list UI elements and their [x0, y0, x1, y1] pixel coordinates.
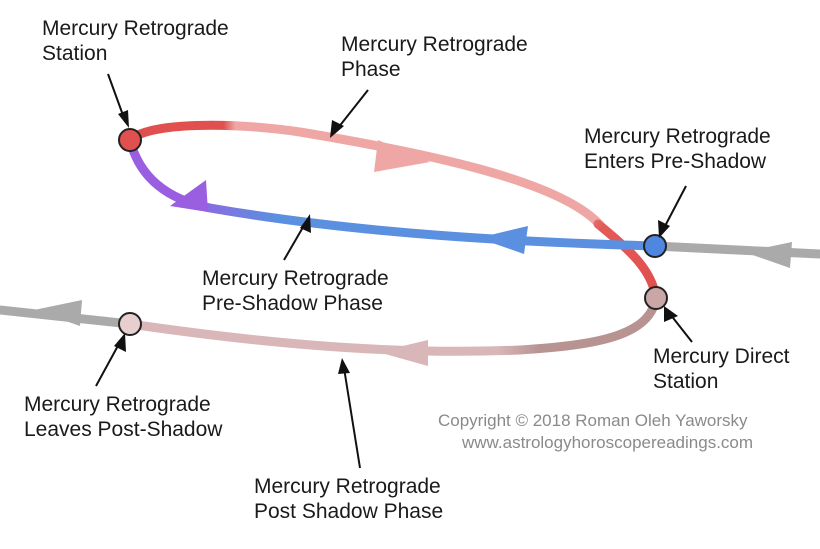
label-leaves-postshadow-line2: Leaves Post-Shadow — [24, 418, 223, 441]
pointer-direct-station — [664, 306, 693, 343]
label-enters-preshadow: Mercury Retrograde Enters Pre-Shadow — [584, 124, 771, 174]
pointer-leaves-postshadow — [95, 333, 126, 387]
label-retrograde-station-line1: Mercury Retrograde — [42, 17, 229, 40]
label-leaves-postshadow-line1: Mercury Retrograde — [24, 393, 211, 416]
label-retrograde-phase-line2: Phase — [341, 58, 401, 81]
leaves-postshadow-dot — [118, 312, 142, 336]
label-enters-preshadow-line2: Enters Pre-Shadow — [584, 150, 767, 173]
pointer-postshadow-phase — [338, 358, 361, 469]
preshadow-phase-line — [125, 135, 660, 251]
label-preshadow-phase: Mercury Retrograde Pre-Shadow Phase — [202, 266, 389, 316]
label-preshadow-phase-line1: Mercury Retrograde — [202, 267, 389, 290]
label-direct-station: Mercury Direct Station — [653, 344, 790, 394]
enters-preshadow-dot — [643, 234, 667, 258]
copyright-line: Copyright © 2018 Roman Oleh Yaworsky — [438, 411, 748, 430]
label-retrograde-station-line2: Station — [42, 42, 108, 65]
label-direct-station-line2: Station — [653, 370, 719, 393]
website-line: www.astrologyhoroscopereadings.com — [462, 433, 754, 452]
label-retrograde-phase-line1: Mercury Retrograde — [341, 33, 528, 56]
retrograde-phase-arc-right — [593, 219, 661, 303]
postshadow-phase-line — [125, 293, 661, 356]
label-postshadow-phase: Mercury Retrograde Post Shadow Phase — [254, 474, 443, 524]
retrograde-phase-arrow — [374, 140, 430, 172]
retrograde-station-dot — [118, 128, 142, 152]
preshadow-phase-arrow-blue — [478, 226, 528, 254]
label-retrograde-station: Mercury Retrograde Station — [42, 16, 229, 66]
label-postshadow-phase-line2: Post Shadow Phase — [254, 500, 444, 523]
retrograde-phase-arc-top — [125, 120, 605, 230]
pointer-retrograde-station — [107, 73, 129, 128]
preshadow-phase-arrow-purple — [170, 180, 208, 212]
label-retrograde-phase: Mercury Retrograde Phase — [341, 32, 528, 82]
label-leaves-postshadow: Mercury Retrograde Leaves Post-Shadow — [24, 392, 222, 442]
label-enters-preshadow-line1: Mercury Retrograde — [584, 125, 771, 148]
pointer-enters-preshadow — [658, 185, 687, 238]
label-postshadow-phase-line1: Mercury Retrograde — [254, 475, 441, 498]
copyright-notice: Copyright © 2018 Roman Oleh Yaworsky www… — [438, 410, 753, 454]
label-preshadow-phase-line2: Pre-Shadow Phase — [202, 292, 383, 315]
pointer-retrograde-phase — [330, 89, 369, 138]
direct-arrow-right — [744, 242, 792, 268]
direct-station-dot — [644, 286, 668, 310]
direct-arrow-left — [34, 300, 82, 326]
pointer-preshadow-phase — [283, 214, 311, 261]
direct-motion-line-incoming — [650, 241, 820, 259]
postshadow-phase-arrow — [378, 340, 428, 366]
label-direct-station-line1: Mercury Direct — [653, 345, 790, 368]
